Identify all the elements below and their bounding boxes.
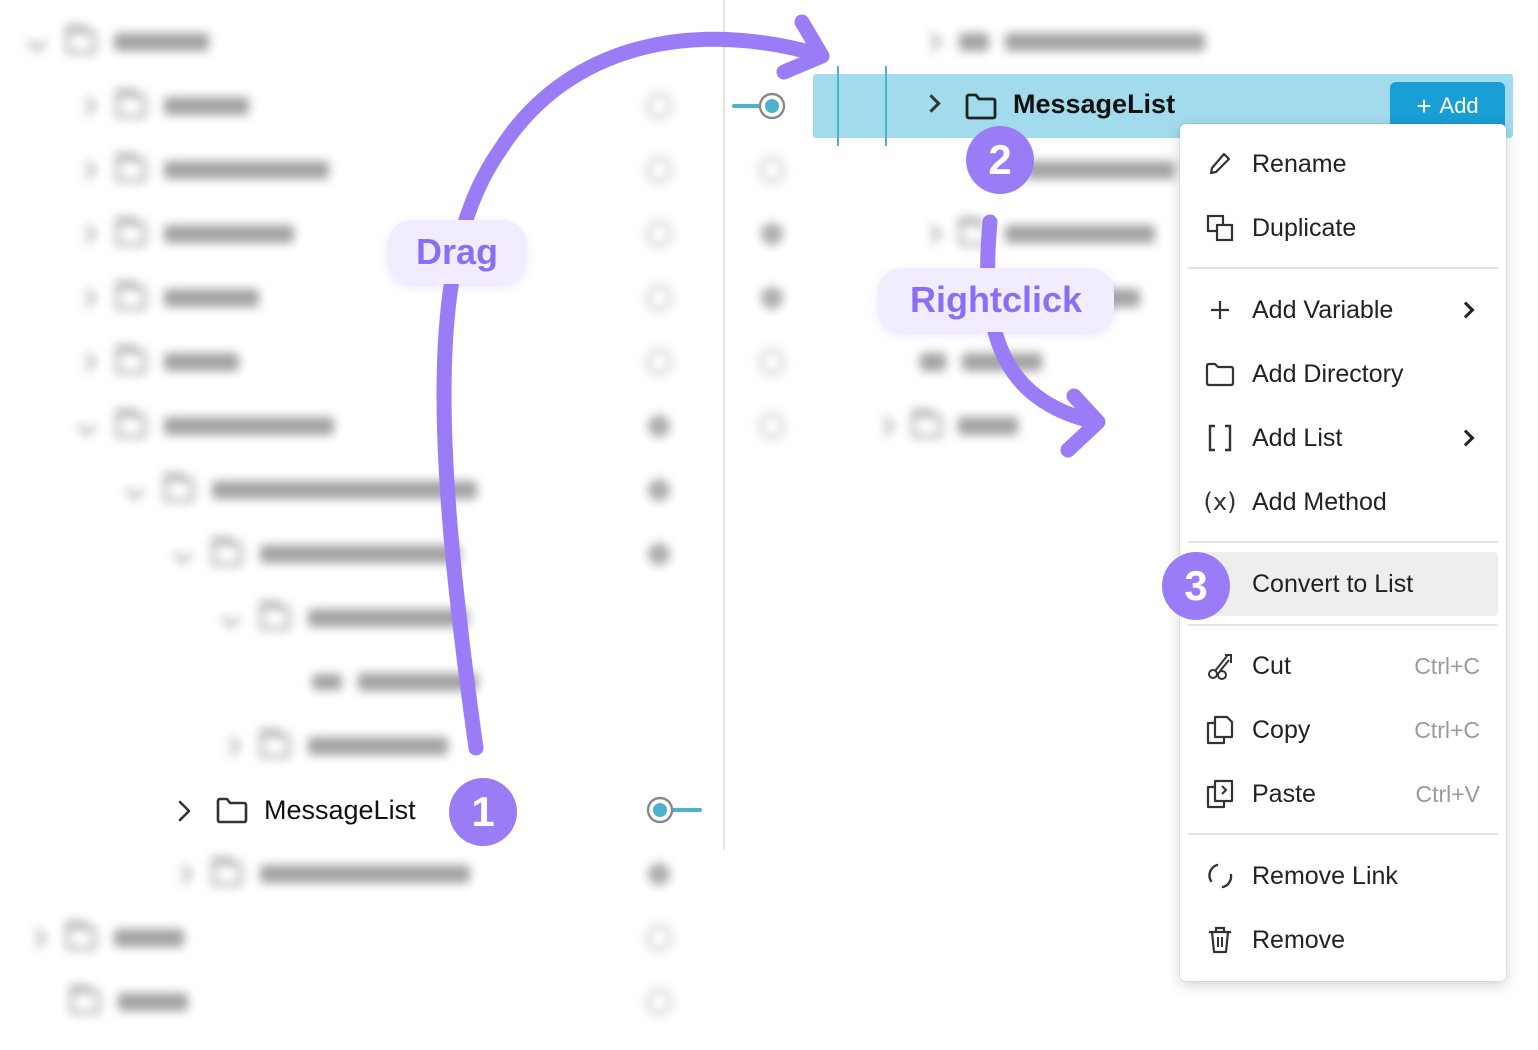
chevron-right-icon[interactable]	[176, 799, 194, 823]
link-dot	[646, 285, 672, 311]
tree-row	[173, 534, 460, 574]
menu-item-label: Remove	[1252, 925, 1346, 954]
menu-item-remove-link[interactable]: Remove Link	[1180, 848, 1506, 904]
link-handle-icon[interactable]	[644, 795, 702, 825]
menu-item-paste[interactable]: Paste Ctrl+V	[1180, 766, 1506, 822]
tree-row	[312, 662, 478, 702]
link-dot	[761, 223, 783, 245]
tree-item-label: MessageList	[264, 795, 416, 825]
menu-item-shortcut: Ctrl+V	[1415, 780, 1480, 807]
menu-item-shortcut: Ctrl+C	[1414, 652, 1480, 679]
rightclick-annotation: Rightclick	[878, 268, 1114, 332]
menu-item-label: Add List	[1252, 423, 1343, 452]
menu-item-rename[interactable]: Rename	[1180, 136, 1506, 192]
tree-guide-line	[885, 66, 887, 146]
link-dot	[646, 989, 672, 1015]
link-dot	[648, 543, 670, 565]
menu-item-copy[interactable]: Copy Ctrl+C	[1180, 702, 1506, 758]
folder-icon	[1204, 358, 1236, 390]
tree-row	[125, 470, 477, 510]
menu-item-convert-to-list[interactable]: Convert to List	[1188, 552, 1498, 616]
add-button-label: Add	[1439, 93, 1479, 118]
plus-icon	[1204, 294, 1236, 326]
menu-item-remove[interactable]: Remove	[1180, 912, 1506, 968]
menu-item-add-list[interactable]: Add List	[1180, 410, 1506, 466]
folder-icon	[965, 93, 997, 120]
tree-row	[221, 726, 448, 766]
menu-item-label: Paste	[1252, 779, 1316, 808]
menu-item-label: Rename	[1252, 149, 1347, 178]
copy-icon	[1204, 714, 1236, 746]
menu-separator	[1188, 624, 1498, 626]
tree-row	[221, 598, 468, 638]
link-dot	[646, 93, 672, 119]
menu-item-label: Add Variable	[1252, 295, 1394, 324]
tree-row	[77, 342, 239, 382]
context-menu: Rename Duplicate Add Variable Add Direct…	[1180, 124, 1506, 981]
menu-item-shortcut: Ctrl+C	[1414, 716, 1480, 743]
paste-icon	[1204, 778, 1236, 810]
menu-item-label: Cut	[1252, 651, 1291, 680]
menu-item-add-directory[interactable]: Add Directory	[1180, 346, 1506, 402]
link-dot	[646, 349, 672, 375]
panel-divider	[723, 0, 725, 850]
step-1-badge: 1	[449, 778, 517, 846]
tree-row	[173, 854, 470, 894]
link-dot	[648, 415, 670, 437]
link-dot	[759, 413, 785, 439]
tree-row	[27, 22, 209, 62]
menu-item-label: Add Directory	[1252, 359, 1404, 388]
menu-item-add-method[interactable]: (x) Add Method	[1180, 474, 1506, 530]
tree-row	[922, 214, 1155, 254]
tree-item-label: MessageList	[1013, 89, 1176, 119]
tree-row	[70, 982, 188, 1022]
tree-row	[77, 150, 329, 190]
tree-row	[1025, 150, 1175, 190]
menu-separator	[1188, 541, 1498, 543]
function-icon: (x)	[1203, 488, 1237, 516]
link-dot	[646, 221, 672, 247]
scissors-icon	[1204, 650, 1236, 682]
plus-icon: +	[1416, 91, 1432, 121]
link-dot	[759, 349, 785, 375]
menu-item-cut[interactable]: Cut Ctrl+C	[1180, 638, 1506, 694]
tree-row	[77, 406, 334, 446]
menu-separator	[1188, 267, 1498, 269]
pencil-icon	[1204, 148, 1236, 180]
menu-item-add-variable[interactable]: Add Variable	[1180, 282, 1506, 338]
link-dot	[759, 157, 785, 183]
menu-item-label: Remove Link	[1252, 861, 1398, 890]
add-button[interactable]: + Add	[1390, 82, 1505, 130]
tree-row	[77, 86, 249, 126]
menu-item-duplicate[interactable]: Duplicate	[1180, 200, 1506, 256]
drag-annotation: Drag	[388, 220, 526, 284]
trash-icon	[1204, 924, 1236, 956]
menu-item-label: Duplicate	[1252, 213, 1357, 242]
link-handle-icon[interactable]	[732, 91, 790, 121]
tree-row	[77, 278, 259, 318]
step-2-badge: 2	[966, 126, 1034, 194]
menu-separator	[1188, 833, 1498, 835]
link-dot	[646, 925, 672, 951]
link-dot	[646, 157, 672, 183]
unlink-icon	[1204, 860, 1236, 892]
menu-item-label: Copy	[1252, 715, 1311, 744]
tree-row	[922, 22, 1205, 62]
link-dot	[648, 479, 670, 501]
step-3-badge: 3	[1162, 552, 1230, 620]
tree-guide-line	[837, 66, 839, 146]
duplicate-icon	[1204, 212, 1236, 244]
menu-item-label: Convert to List	[1252, 569, 1414, 598]
brackets-icon	[1204, 422, 1236, 454]
menu-item-label: Add Method	[1252, 487, 1387, 516]
folder-icon	[216, 797, 248, 824]
link-dot	[648, 863, 670, 885]
tree-row	[77, 214, 294, 254]
tree-row	[875, 406, 1018, 446]
link-dot	[761, 287, 783, 309]
tree-row	[27, 918, 184, 958]
